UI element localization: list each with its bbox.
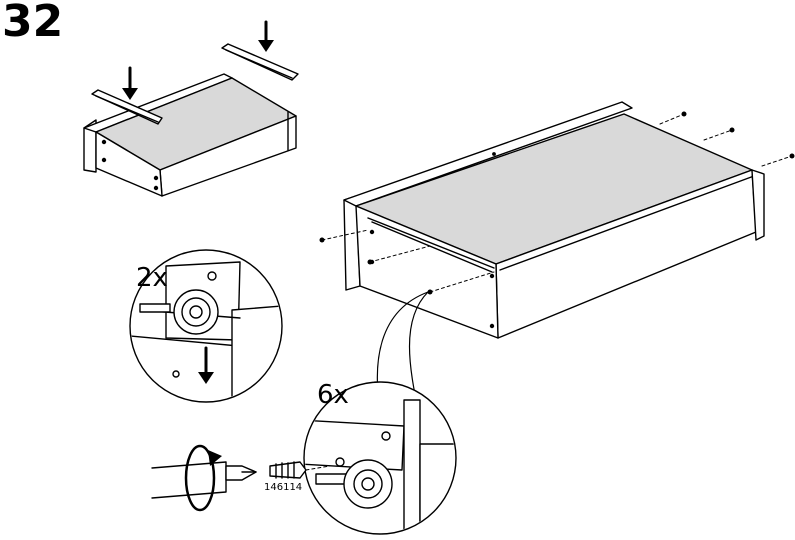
screw-part-number: 146114 <box>264 482 302 493</box>
down-arrow-icon <box>122 68 138 100</box>
large-drawer <box>322 102 792 338</box>
step-number: 32 <box>2 0 63 47</box>
screw-quantity-label: 6x <box>317 380 349 410</box>
down-arrow-icon <box>258 22 274 52</box>
drawer-slide-right <box>222 44 298 80</box>
screwdriver-icon <box>152 462 256 498</box>
small-drawer <box>84 74 296 196</box>
slide-quantity-label: 2x <box>136 263 168 293</box>
